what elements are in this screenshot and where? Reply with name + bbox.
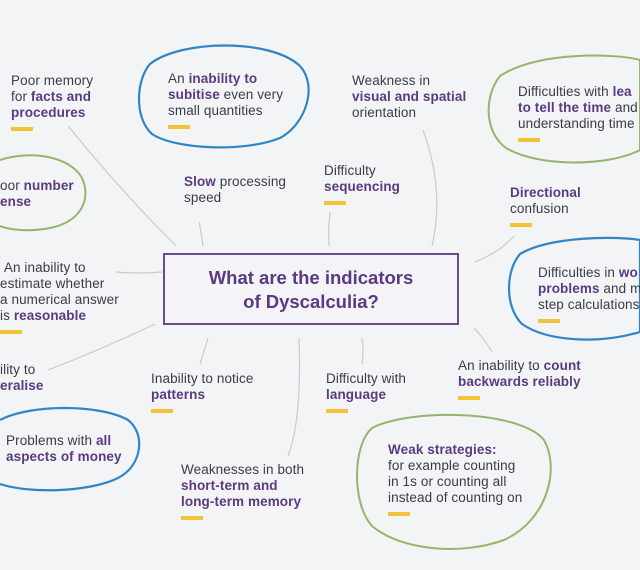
text: for [11,89,31,104]
node-visual-spatial: Weakness in visual and spatial orientati… [352,73,466,121]
highlight: procedures [11,105,86,120]
text: Weakness in [352,73,431,88]
weak-strategies-blob [356,413,552,550]
accent-dash [151,409,173,413]
text: and m [599,281,640,296]
text: speed [184,190,222,205]
center-line-1: What are the indicators [208,267,414,288]
accent-dash [181,516,203,520]
text: An inability to [3,260,86,275]
accent-dash [168,125,190,129]
text: even very [219,87,284,102]
highlight: facts and [30,89,92,104]
node-generalise: ility to eralise [0,362,44,394]
center-question: What are the indicators of Dyscalculia? [163,253,459,325]
highlight: count [543,358,581,373]
highlight: language [326,387,387,402]
text: ility to [0,362,36,377]
node-count-backwards: An inability to count backwards reliably [458,358,581,400]
highlight: all [95,433,112,448]
text: step calculations [538,297,640,312]
text: Problems with [6,433,96,448]
highlight: reasonable [13,308,87,323]
highlight: to tell the time [518,100,612,115]
number-sense-blob [0,154,87,232]
node-language: Difficulty with language [326,371,406,413]
node-directional: Directional confusion [510,185,581,227]
text: An [168,71,189,86]
node-subitise: An inability to subitise even very small… [168,71,283,129]
text: Difficulties with [518,84,613,99]
node-word-problems: Difficulties in wo problems and m step c… [538,265,640,323]
text: in 1s or counting all [388,474,507,489]
text: Inability to notice [151,371,254,386]
highlight: sequencing [324,179,401,194]
money-blob [0,406,141,492]
center-line-2: of Dyscalculia? [243,291,379,312]
text: Difficulty with [326,371,407,386]
text: orientation [352,105,417,120]
highlight: aspects of money [6,449,122,464]
node-weak-strategies: Weak strategies: for example counting in… [388,442,522,516]
highlight: backwards reliably [458,374,581,389]
accent-dash [0,330,22,334]
highlight: Directional [510,185,581,200]
time-blob [487,54,640,164]
subitise-blob [137,44,310,149]
text: An inability to [458,358,544,373]
node-patterns: Inability to notice patterns [151,371,253,413]
text: estimate whether [0,276,105,291]
text: for example counting [388,458,516,473]
highlight: inability to [188,71,258,86]
text: Difficulty [324,163,376,178]
highlight: lea [612,84,632,99]
word-problems-blob [507,236,640,341]
text: instead of counting on [388,490,523,505]
highlight: visual and spatial [352,89,467,104]
node-memory-terms: Weaknesses in both short-term and long-t… [181,462,304,520]
text: understanding time [518,116,635,131]
text: is [0,308,14,323]
highlight: Weak strategies: [388,442,497,457]
text: Difficulties in [538,265,619,280]
highlight: number [23,178,74,193]
accent-dash [510,223,532,227]
accent-dash [518,138,540,142]
accent-dash [326,409,348,413]
highlight: Slow [184,174,216,189]
highlight: eralise [0,378,44,393]
node-estimate: An inability to estimate whether a numer… [0,260,119,334]
highlight: short-term and [181,478,278,493]
highlight: wo [618,265,638,280]
highlight: long-term memory [181,494,302,509]
node-slow-processing: Slow processing speed [184,174,286,206]
text: and [611,100,638,115]
text: processing [215,174,287,189]
accent-dash [324,201,346,205]
accent-dash [458,396,480,400]
node-poor-memory: Poor memory for facts and procedures [11,73,93,131]
accent-dash [388,512,410,516]
node-number-sense: oor number ense [0,178,74,210]
text: Weaknesses in both [181,462,305,477]
text: oor [0,178,24,193]
text: small quantities [168,103,263,118]
highlight: patterns [151,387,206,402]
highlight: problems [538,281,600,296]
highlight: ense [0,194,32,209]
accent-dash [538,319,560,323]
accent-dash [11,127,33,131]
node-sequencing: Difficulty sequencing [324,163,400,205]
node-money: Problems with all aspects of money [6,433,122,465]
node-time: Difficulties with lea to tell the time a… [518,84,638,142]
text: confusion [510,201,569,216]
text: Poor memory [11,73,94,88]
highlight: subitise [168,87,220,102]
text: a numerical answer [0,292,119,307]
